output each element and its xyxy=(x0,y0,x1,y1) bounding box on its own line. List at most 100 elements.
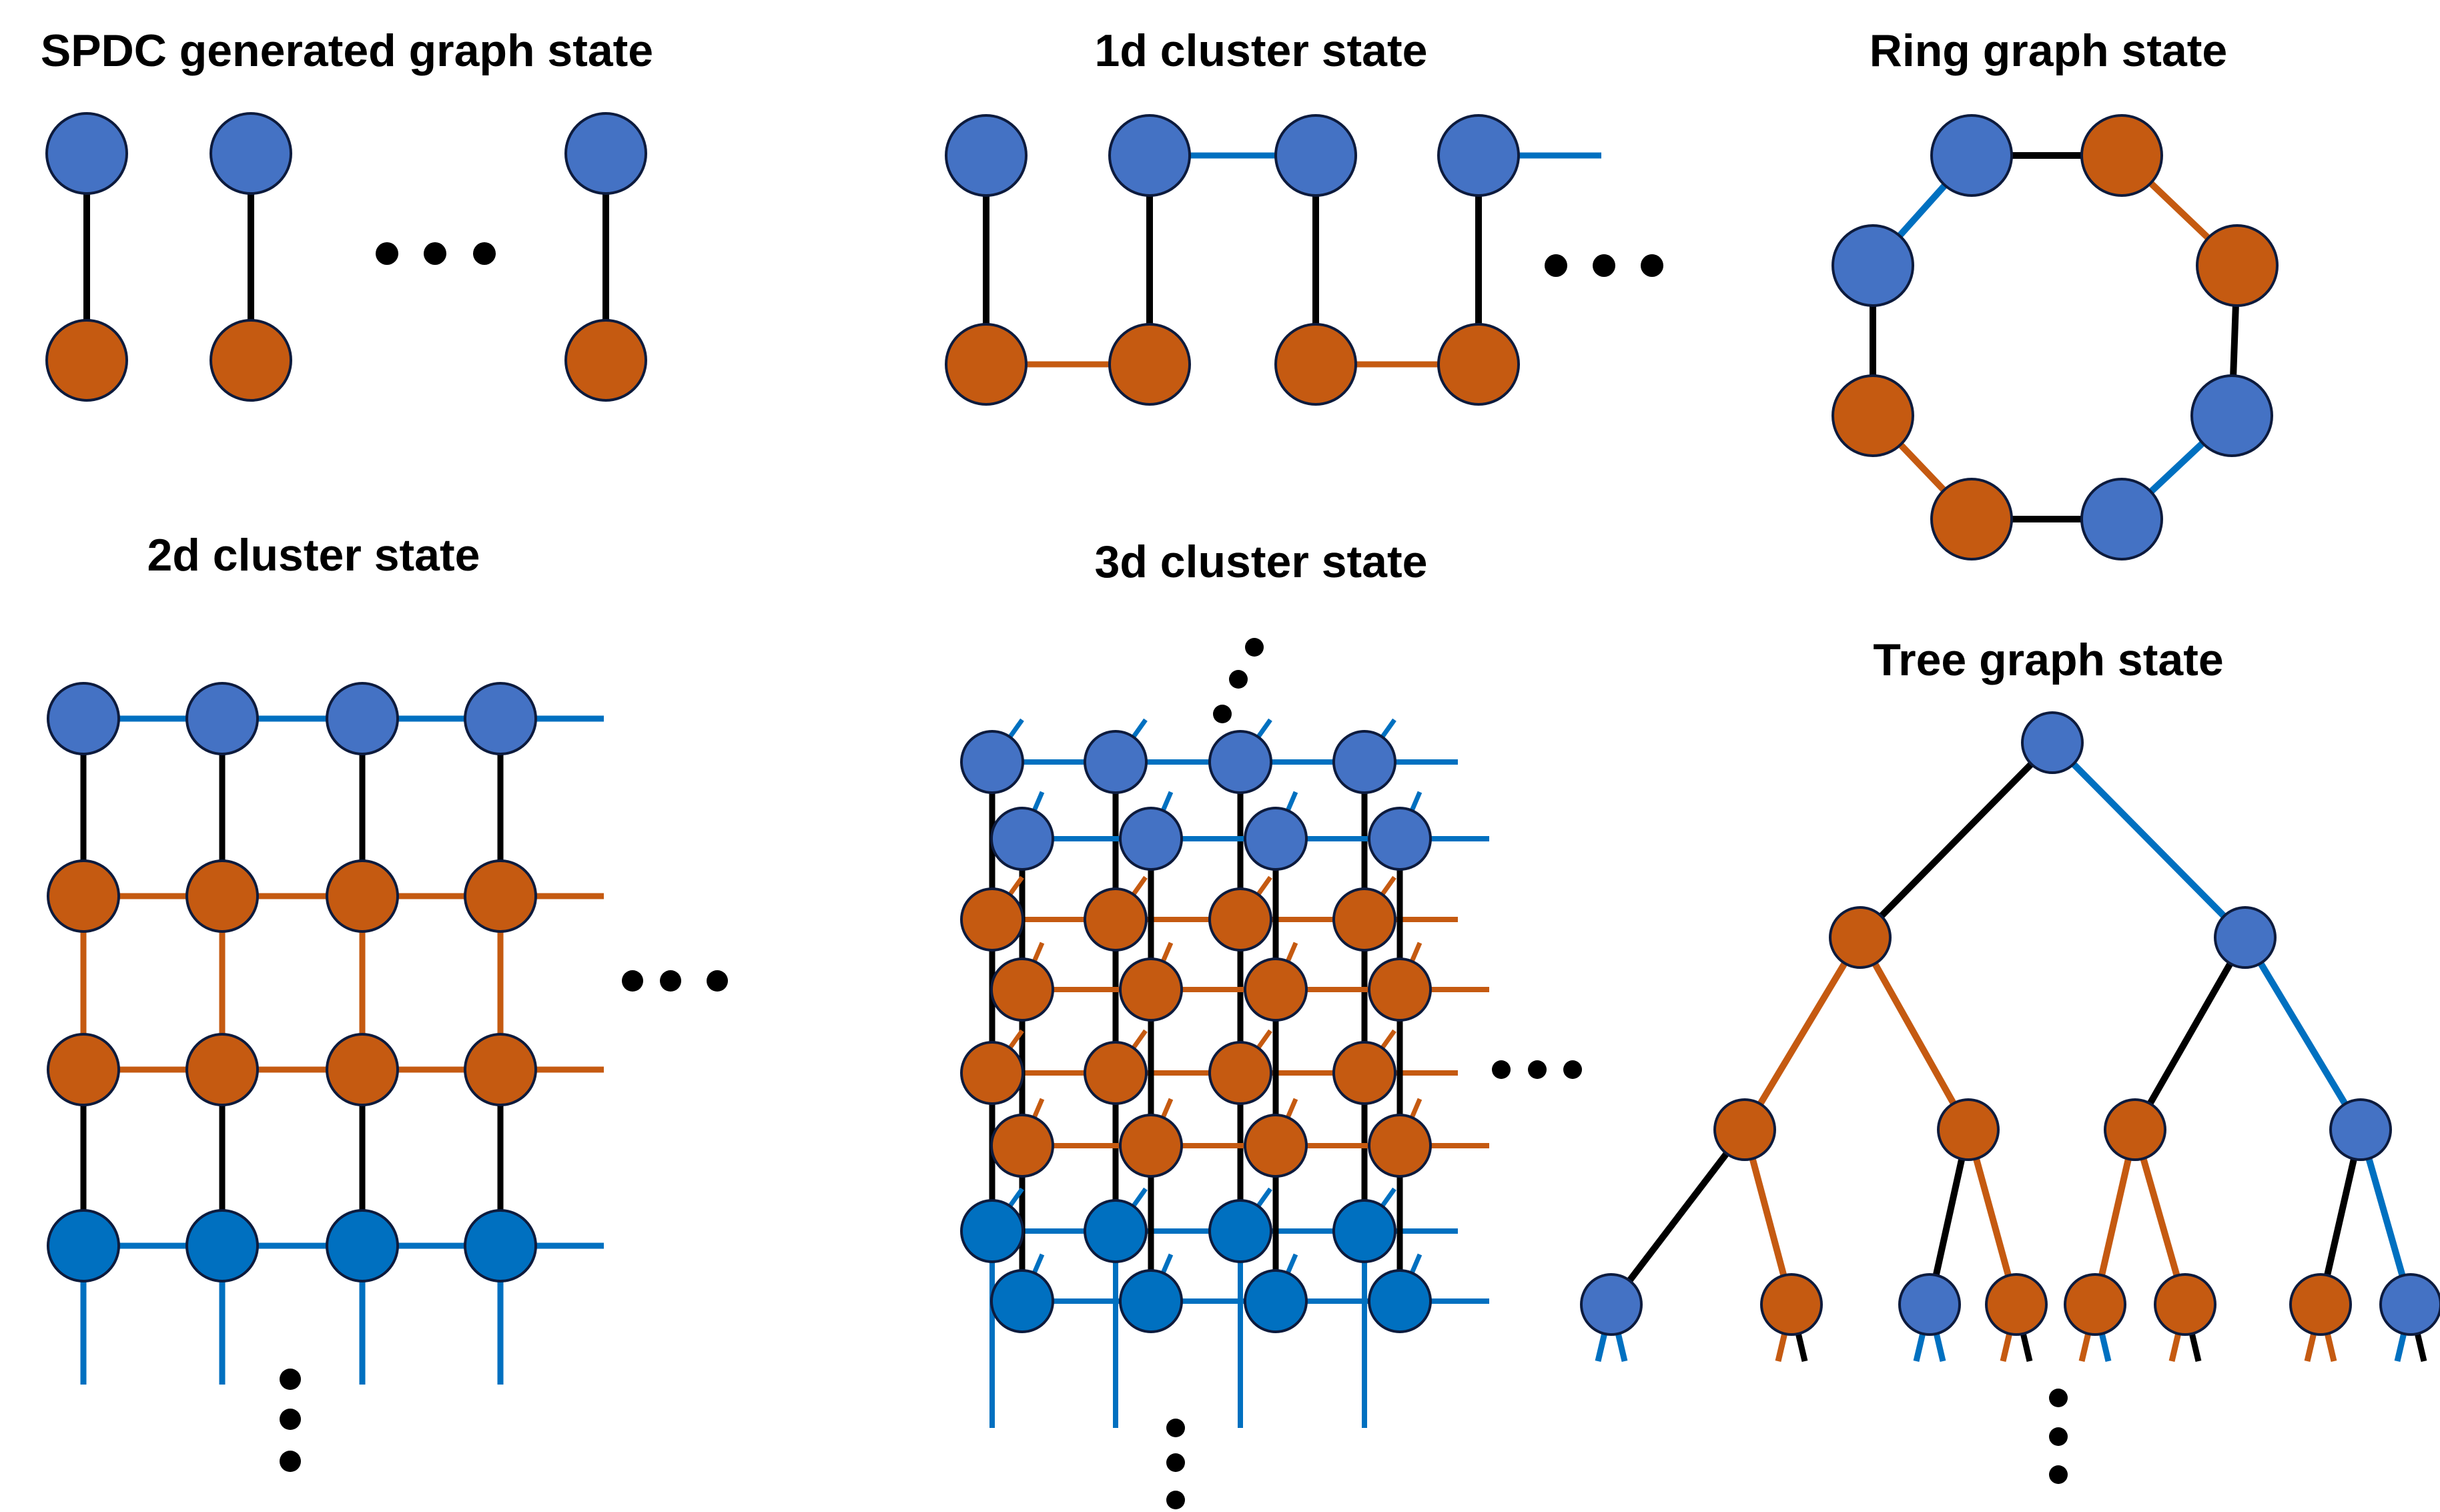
cluster1d-blue-node xyxy=(1274,114,1357,197)
tree-edge xyxy=(2050,740,2248,940)
tree-leaf-node xyxy=(1898,1273,1961,1336)
cluster2d-node xyxy=(185,1209,259,1282)
tree-node xyxy=(1829,906,1892,969)
cluster2d-node xyxy=(47,859,120,933)
cluster3d-node xyxy=(1119,958,1183,1022)
ring-orange-node xyxy=(2080,114,2163,197)
tree-edge xyxy=(1609,1127,1747,1307)
cluster1d-blue-node xyxy=(1437,114,1520,197)
tree-node xyxy=(2214,906,2277,969)
ellipsis-dot xyxy=(1229,670,1248,689)
cluster2d-node xyxy=(326,682,399,755)
cluster2d-node xyxy=(185,682,259,755)
ellipsis-dot xyxy=(1545,254,1567,277)
tree-root-node xyxy=(2021,711,2084,774)
cluster3d-right-ellipsis-icon xyxy=(1492,1060,1582,1079)
cluster3d-node xyxy=(1119,1269,1183,1333)
title-spdc-graph-state: SPDC generated graph state xyxy=(40,25,654,76)
ring-orange-node xyxy=(1832,374,1914,457)
tree-node xyxy=(2104,1098,2166,1161)
ellipsis-dot xyxy=(660,970,681,992)
title-2d-cluster-state: 2d cluster state xyxy=(147,530,480,581)
cluster3d-node xyxy=(1332,730,1396,794)
cluster3d-node xyxy=(1084,1199,1148,1263)
cluster2d-node xyxy=(464,682,537,755)
cluster1d-orange-node xyxy=(1274,323,1357,406)
ring-orange-node xyxy=(2196,224,2279,307)
title-tree-graph-state: Tree graph state xyxy=(1873,635,2224,685)
ellipsis-dot xyxy=(622,970,643,992)
ellipsis-dot xyxy=(1593,254,1615,277)
cluster3d-node xyxy=(1368,1114,1432,1178)
ellipsis-dot xyxy=(1213,705,1232,723)
spdc-blue-node xyxy=(45,112,128,195)
ellipsis-dot xyxy=(1528,1060,1547,1079)
cluster3d-node xyxy=(1208,730,1272,794)
title-3d-cluster-state: 3d cluster state xyxy=(1094,536,1428,587)
ring-orange-node xyxy=(1930,478,2013,560)
cluster2d-node xyxy=(326,859,399,933)
cluster3d-node xyxy=(1084,1041,1148,1105)
tree-leaf-node xyxy=(1580,1273,1643,1336)
tree-leaf-node xyxy=(1985,1273,2048,1336)
ellipsis-dot xyxy=(1245,638,1264,657)
cluster1d-blue-node xyxy=(1108,114,1191,197)
cluster2d-node xyxy=(464,1209,537,1282)
cluster3d-node xyxy=(960,887,1024,952)
cluster3d-node xyxy=(1244,1114,1308,1178)
ellipsis-dot xyxy=(473,242,496,265)
cluster3d-node xyxy=(990,958,1054,1022)
ellipsis-dot xyxy=(1492,1060,1511,1079)
cluster3d-node xyxy=(1332,1199,1396,1263)
ring-blue-node xyxy=(2190,374,2273,457)
cluster2d-node xyxy=(47,682,120,755)
ring-blue-node xyxy=(1930,114,2013,197)
cluster3d-node xyxy=(1208,1199,1272,1263)
cluster3d-node xyxy=(1244,958,1308,1022)
cluster3d-node xyxy=(1368,958,1432,1022)
ellipsis-dot xyxy=(2049,1427,2068,1446)
cluster3d-node xyxy=(960,730,1024,794)
cluster3d-node xyxy=(1208,1041,1272,1105)
tree-edge xyxy=(1741,935,1864,1132)
ring-blue-node xyxy=(1832,224,1914,307)
tree-leaf-node xyxy=(2064,1273,2126,1336)
ellipsis-dot xyxy=(424,242,446,265)
tree-leaf-node xyxy=(2289,1273,2352,1336)
spdc-ellipsis-icon xyxy=(376,242,496,265)
tree-bottom-ellipsis-icon xyxy=(2049,1389,2068,1484)
tree-leaf-node xyxy=(1760,1273,1823,1336)
cluster3d-node xyxy=(1119,807,1183,871)
cluster3d-node xyxy=(1119,1114,1183,1178)
ellipsis-dot xyxy=(1563,1060,1582,1079)
ellipsis-dot xyxy=(707,970,728,992)
cluster1d-orange-node xyxy=(1437,323,1520,406)
cluster2d-node xyxy=(326,1033,399,1106)
cluster2d-node xyxy=(47,1033,120,1106)
spdc-blue-node xyxy=(210,112,292,195)
ellipsis-layer xyxy=(280,242,2068,1509)
ring-blue-node xyxy=(2080,478,2163,560)
cluster3d-node xyxy=(1368,807,1432,871)
tree-node xyxy=(1937,1098,2000,1161)
cluster3d-node xyxy=(1244,807,1308,871)
cluster2d-node xyxy=(185,859,259,933)
cluster3d-node xyxy=(990,807,1054,871)
cluster2d-node xyxy=(185,1033,259,1106)
node-layer xyxy=(45,112,2440,1336)
ellipsis-dot xyxy=(1166,1491,1185,1509)
title-ring-graph-state: Ring graph state xyxy=(1869,25,2228,76)
cluster3d-node xyxy=(1332,887,1396,952)
tree-leaf-node xyxy=(2379,1273,2440,1336)
tree-edge xyxy=(2242,935,2364,1132)
title-1d-cluster-state: 1d cluster state xyxy=(1094,25,1428,76)
spdc-orange-node xyxy=(210,319,292,402)
ellipsis-dot xyxy=(1641,254,1663,277)
cluster2d-bottom-ellipsis-icon xyxy=(280,1369,301,1472)
cluster1d-orange-node xyxy=(1108,323,1191,406)
ellipsis-dot xyxy=(1166,1453,1185,1472)
tree-node xyxy=(1713,1098,1776,1161)
tree-node xyxy=(2329,1098,2392,1161)
spdc-blue-node xyxy=(564,112,647,195)
